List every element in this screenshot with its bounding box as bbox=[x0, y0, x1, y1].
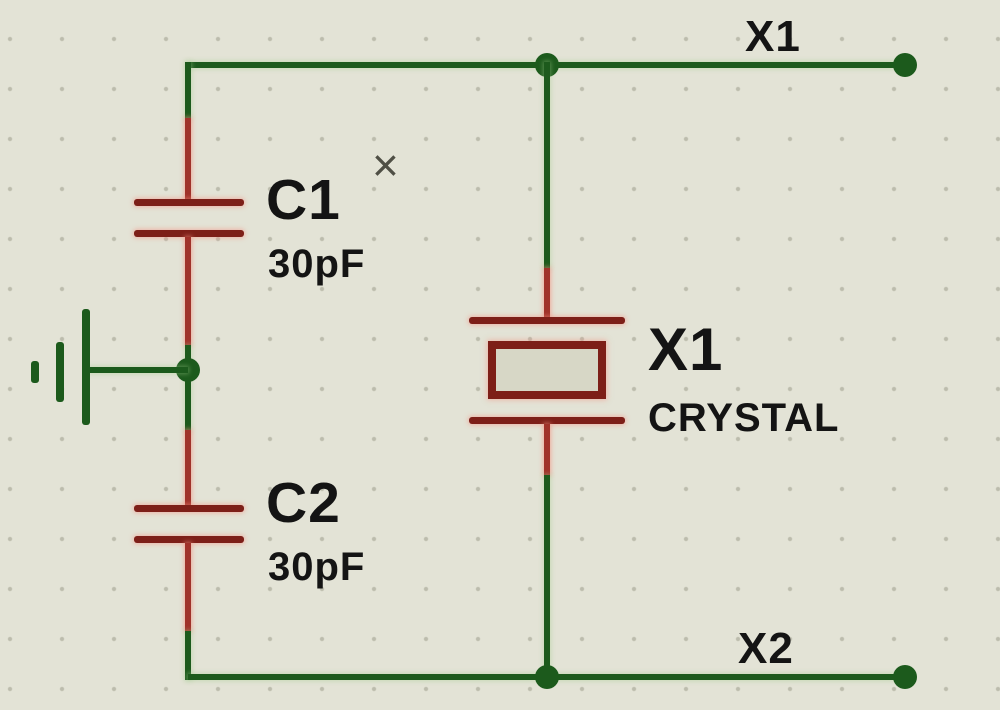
wire-crystal-upper[interactable] bbox=[544, 62, 550, 268]
crystal-pin-bottom[interactable] bbox=[544, 424, 550, 475]
ground-stem-wire[interactable] bbox=[88, 367, 188, 373]
crystal-electrode-top[interactable] bbox=[469, 317, 625, 324]
wire-left-upper[interactable] bbox=[185, 62, 191, 118]
wire-crystal-lower[interactable] bbox=[544, 475, 550, 680]
c2-ref-label[interactable]: C2 bbox=[266, 471, 341, 535]
c2-pin-bottom[interactable] bbox=[185, 543, 191, 631]
c1-plate-bottom[interactable] bbox=[134, 230, 244, 237]
c2-plate-top[interactable] bbox=[134, 505, 244, 512]
c1-pin-top[interactable] bbox=[185, 118, 191, 200]
c1-ref-label[interactable]: C1 bbox=[266, 168, 341, 232]
c2-pin-top[interactable] bbox=[185, 430, 191, 506]
crystal-electrode-bottom[interactable] bbox=[469, 417, 625, 424]
terminal-dot-x2[interactable] bbox=[893, 665, 917, 689]
origin-cross-icon: × bbox=[372, 139, 399, 191]
crystal-body[interactable] bbox=[488, 341, 606, 399]
net-label-x2[interactable]: X2 bbox=[738, 624, 794, 673]
c2-value-label[interactable]: 30pF bbox=[268, 545, 366, 589]
terminal-dot-x1[interactable] bbox=[893, 53, 917, 77]
crystal-pin-top[interactable] bbox=[544, 268, 550, 318]
wire-left-lower[interactable] bbox=[185, 631, 191, 680]
ground-bar-large[interactable] bbox=[82, 309, 90, 425]
ground-bar-small[interactable] bbox=[31, 361, 39, 383]
crystal-value-label[interactable]: CRYSTAL bbox=[648, 396, 840, 440]
ground-bar-medium[interactable] bbox=[56, 342, 64, 402]
c1-value-label[interactable]: 30pF bbox=[268, 242, 366, 286]
c1-pin-bottom[interactable] bbox=[185, 237, 191, 345]
wire-left-middle[interactable] bbox=[185, 345, 191, 430]
crystal-ref-label[interactable]: X1 bbox=[648, 316, 724, 383]
c2-plate-bottom[interactable] bbox=[134, 536, 244, 543]
junction-dot-bottom[interactable] bbox=[535, 665, 559, 689]
net-label-x1[interactable]: X1 bbox=[745, 12, 801, 61]
c1-plate-top[interactable] bbox=[134, 199, 244, 206]
